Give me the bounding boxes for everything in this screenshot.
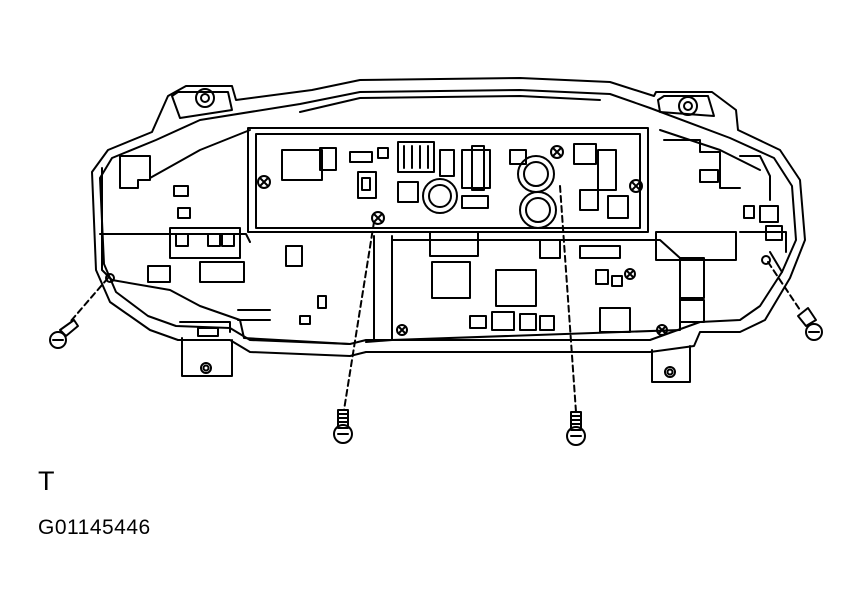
screw-center-right bbox=[560, 186, 585, 445]
screw-left bbox=[50, 274, 114, 348]
upper-circuit-board bbox=[248, 128, 648, 232]
view-label: T bbox=[38, 466, 55, 496]
screws bbox=[50, 186, 822, 445]
screw-right bbox=[762, 256, 822, 340]
right-circuit-area bbox=[656, 140, 786, 298]
figure-code: G01145446 bbox=[38, 516, 151, 539]
left-circuit-area bbox=[100, 156, 350, 344]
screw-center-left bbox=[334, 222, 374, 443]
cluster-housing bbox=[92, 78, 805, 382]
lower-circuit-board bbox=[366, 232, 704, 342]
